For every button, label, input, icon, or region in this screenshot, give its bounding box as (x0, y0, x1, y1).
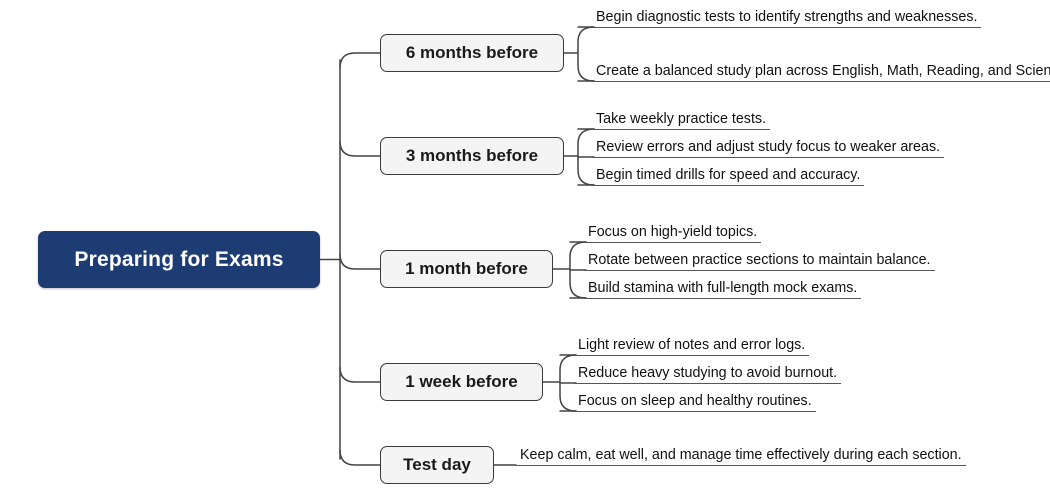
leaf-item[interactable]: Light review of notes and error logs. (574, 337, 810, 356)
branch-node-label: 3 months before (405, 146, 539, 165)
leaf-item-label: Focus on high-yield topics. (588, 224, 758, 240)
leaf-item[interactable]: Reduce heavy studying to avoid burnout. (574, 365, 842, 384)
branch-node-6-months-before[interactable]: 6 months before (380, 34, 564, 72)
leaf-item-label: Begin diagnostic tests to identify stren… (596, 9, 978, 25)
branch-node-label: 6 months before (405, 43, 539, 62)
leaf-item-label: Take weekly practice tests. (596, 111, 767, 127)
leaf-item-label: Create a balanced study plan across Engl… (596, 63, 1050, 79)
connector-trunk-to-branch-3 (339, 253, 381, 270)
branch-node-3-months-before[interactable]: 3 months before (380, 137, 564, 175)
leaf-item[interactable]: Create a balanced study plan across Engl… (592, 63, 1050, 82)
root-node[interactable]: Preparing for Exams (38, 231, 320, 288)
branch-node-1-week-before[interactable]: 1 week before (380, 363, 543, 401)
leaf-item-label: Review errors and adjust study focus to … (596, 139, 941, 155)
leaf-item[interactable]: Build stamina with full-length mock exam… (584, 280, 862, 299)
root-node-label: Preparing for Exams (74, 247, 284, 271)
branch-node-1-month-before[interactable]: 1 month before (380, 250, 553, 288)
branch-node-label: Test day (403, 455, 471, 474)
connector-trunk-to-branch-4 (339, 366, 381, 383)
leaf-item-label: Focus on sleep and healthy routines. (578, 393, 812, 409)
leaf-item[interactable]: Begin timed drills for speed and accurac… (592, 167, 865, 186)
leaf-item-label: Rotate between practice sections to main… (588, 252, 931, 268)
leaf-item[interactable]: Begin diagnostic tests to identify stren… (592, 9, 982, 28)
connector-trunk-to-branch-5 (339, 449, 381, 466)
leaf-item[interactable]: Rotate between practice sections to main… (584, 252, 935, 271)
branch-node-label: 1 month before (405, 259, 528, 278)
leaf-item[interactable]: Focus on high-yield topics. (584, 224, 762, 243)
leaf-item-label: Keep calm, eat well, and manage time eff… (520, 447, 962, 463)
leaf-item-label: Light review of notes and error logs. (578, 337, 806, 353)
leaf-item[interactable]: Take weekly practice tests. (592, 111, 771, 130)
branch-node-test-day[interactable]: Test day (380, 446, 494, 484)
leaf-item[interactable]: Focus on sleep and healthy routines. (574, 393, 816, 412)
branch-node-label: 1 week before (405, 372, 518, 391)
leaf-item-label: Build stamina with full-length mock exam… (588, 280, 858, 296)
leaf-item-label: Reduce heavy studying to avoid burnout. (578, 365, 838, 381)
connector-trunk-to-branch-1 (339, 52, 381, 69)
leaf-item[interactable]: Review errors and adjust study focus to … (592, 139, 945, 158)
connector-trunk-to-branch-2 (339, 140, 381, 157)
leaf-item-label: Begin timed drills for speed and accurac… (596, 167, 861, 183)
leaf-item[interactable]: Keep calm, eat well, and manage time eff… (516, 447, 966, 466)
